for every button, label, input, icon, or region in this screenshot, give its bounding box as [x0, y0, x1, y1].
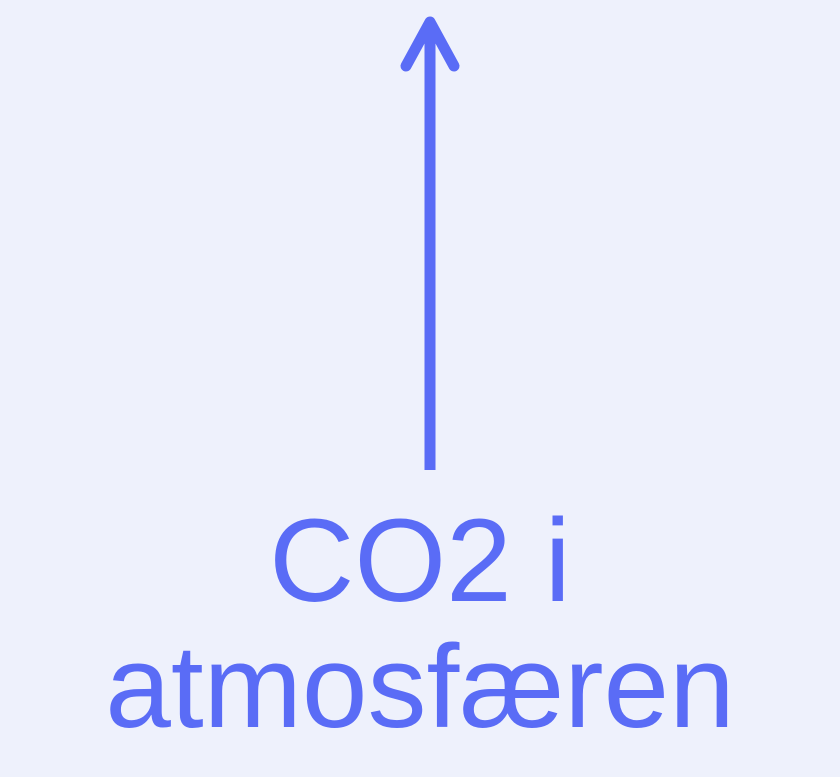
node-label-line-2: atmosfæren [105, 621, 735, 753]
node-label-line-1: CO2 i [269, 495, 571, 627]
arrow-head [400, 16, 460, 72]
